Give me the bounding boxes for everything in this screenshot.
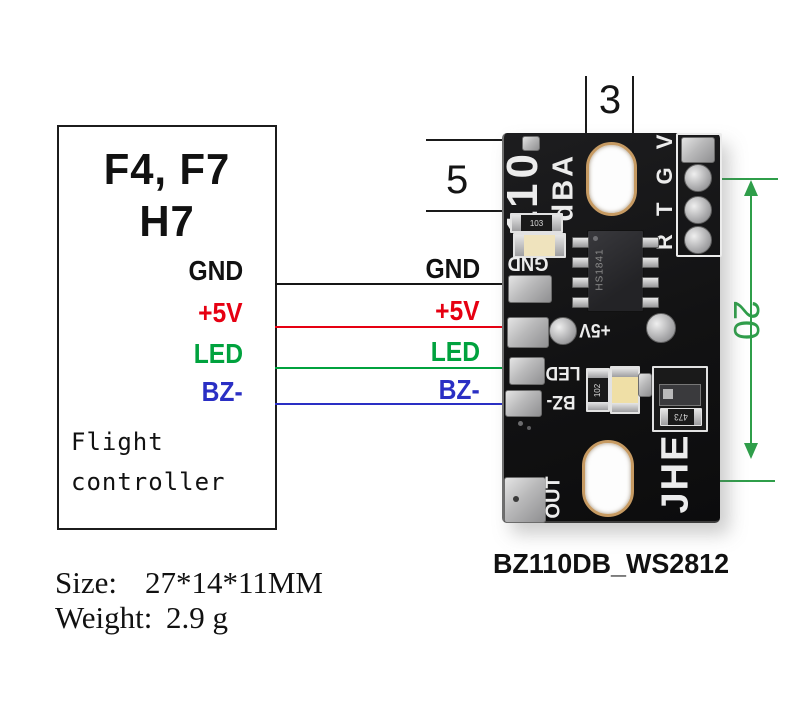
ic-leg xyxy=(572,277,589,288)
ic-leg xyxy=(572,237,589,248)
silk-led: LED xyxy=(545,362,581,383)
dim-3-label: 3 xyxy=(598,78,622,122)
led-component-end2 xyxy=(555,235,564,256)
wire-label-gnd: GND xyxy=(425,253,480,284)
header-pad-r xyxy=(684,226,712,254)
wire-gnd xyxy=(275,283,505,285)
resistor-103-end xyxy=(512,215,521,231)
fc-title-line1: F4, F7 xyxy=(103,145,231,194)
resistor-102-end2 xyxy=(588,402,608,410)
ic-marking: HS1841 xyxy=(594,248,606,291)
model-number: BZ110DB_WS2812 xyxy=(493,548,730,579)
led-component xyxy=(513,233,566,258)
resistor-473-end xyxy=(661,409,668,425)
led-component-body xyxy=(524,235,555,256)
weight-label: Weight: xyxy=(55,600,153,635)
ic-leg xyxy=(642,257,659,268)
silk-gnd: GND xyxy=(507,252,549,274)
ic-leg xyxy=(642,237,659,248)
resistor-103-end2 xyxy=(552,215,561,231)
silk-brand: JHE xyxy=(654,433,697,514)
mounting-hole-top xyxy=(586,142,637,216)
dim-3-line-left xyxy=(585,76,587,142)
resistor-473-marking: 473 xyxy=(674,412,688,422)
silk-bz: BZ- xyxy=(546,391,576,412)
wire-led xyxy=(275,367,506,369)
dim-20-arrowhead-up xyxy=(744,180,758,196)
ic-chip xyxy=(587,230,644,312)
pad-led xyxy=(509,357,545,385)
wire-label-bz: BZ- xyxy=(438,374,480,405)
resistor-102-marking: 102 xyxy=(593,383,603,397)
dim-5-label: 5 xyxy=(446,158,469,202)
mounting-hole-bottom xyxy=(582,440,634,517)
fc-pin-bz: BZ- xyxy=(201,376,243,407)
pad-out-hole xyxy=(513,496,519,502)
silk-out: OUT xyxy=(542,476,565,519)
silk-loudness-unit: dBA xyxy=(547,152,580,222)
wire-label-led: LED xyxy=(430,336,480,367)
dim-20-label: 20 xyxy=(726,299,767,341)
smd-led-end2 xyxy=(612,403,638,412)
pad-out xyxy=(504,477,546,523)
pad-5v xyxy=(507,317,549,348)
diode-block: 473 xyxy=(652,366,708,432)
weight-value: 2.9 g xyxy=(166,600,228,635)
fc-caption-line1: Flight xyxy=(71,428,164,456)
size-value: 27*14*11MM xyxy=(145,565,323,600)
pcb-top-smd-pad xyxy=(522,136,540,151)
header-pad-v xyxy=(681,137,715,163)
ic-leg xyxy=(572,297,589,308)
wire-5v xyxy=(275,326,505,328)
test-dot xyxy=(527,426,531,430)
resistor-102: 102 xyxy=(586,368,610,412)
wire-bz xyxy=(275,403,503,405)
silk-header-pins: R T G V xyxy=(652,128,677,250)
dim-20-arrowhead-down xyxy=(744,443,758,459)
via-pad-5v-right xyxy=(646,313,676,343)
resistor-473-end2 xyxy=(694,409,701,425)
ic-pin1-dot xyxy=(593,236,598,241)
wire-label-5v: +5V xyxy=(435,295,480,326)
silk-5v: +5V xyxy=(579,319,611,340)
header-pad-t xyxy=(684,196,712,224)
smd-led-end xyxy=(612,368,638,377)
ic-leg xyxy=(572,257,589,268)
fc-pin-5v: +5V xyxy=(198,297,243,328)
fc-pin-gnd: GND xyxy=(188,255,243,286)
fc-pin-led: LED xyxy=(193,338,243,369)
dim-3-line-right xyxy=(632,76,634,142)
dim-20-arrow-line xyxy=(750,193,752,445)
flight-controller-box: F4, F7 H7 Flight controller xyxy=(57,125,277,530)
fc-title-line2: H7 xyxy=(139,197,195,246)
resistor-102-marking-wrap: 102 xyxy=(588,378,608,402)
diode-body xyxy=(659,384,701,406)
diode-stripe xyxy=(663,389,673,399)
resistor-103-marking: 103 xyxy=(529,218,544,228)
smd-small-part xyxy=(638,373,652,397)
resistor-102-end xyxy=(588,370,608,378)
resistor-103: 103 xyxy=(510,213,563,233)
ic-leg xyxy=(642,277,659,288)
buzzer-pcb: 110 dBA R T G V 103 GND xyxy=(498,128,722,523)
fc-caption-line2: controller xyxy=(71,468,226,496)
smd-led-body xyxy=(612,377,638,403)
pad-gnd xyxy=(508,275,552,303)
test-dot xyxy=(518,421,523,426)
ic-leg xyxy=(642,297,659,308)
smd-led-yellow xyxy=(610,366,640,414)
header-outline xyxy=(676,133,722,257)
header-pad-g xyxy=(684,164,712,192)
pad-bz xyxy=(505,390,542,417)
resistor-473: 473 xyxy=(660,408,702,426)
via-pad-5v-left xyxy=(549,317,577,345)
led-component-end xyxy=(515,235,524,256)
size-label: Size: xyxy=(55,565,117,600)
